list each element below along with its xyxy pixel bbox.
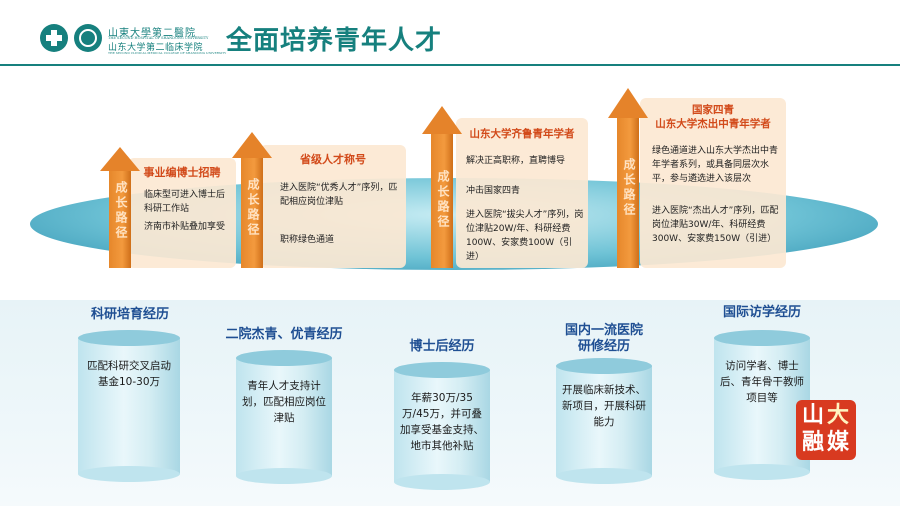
stage-card-1: 事业编博士招聘 临床型可进入博士后科研工作站 济南市补贴叠加享受 bbox=[128, 158, 236, 268]
growth-arrow-2: 成长路径 bbox=[232, 132, 272, 268]
experience-cylinder-4: 开展临床新技术、新项目，开展科研能力 bbox=[556, 358, 652, 484]
stage-item: 进入医院“优秀人才”序列，匹配相应岗位津贴 bbox=[280, 183, 398, 207]
logo-name-line1-en: THE SECOND HOSPITAL OF SHANDONG UNIVERSI… bbox=[108, 36, 209, 40]
watermark-char: 媒 bbox=[827, 430, 850, 455]
growth-path-label: 成长路径 bbox=[114, 181, 128, 241]
experience-text-5: 访问学者、博士后、青年骨干教师项目等 bbox=[720, 360, 804, 404]
stage-item: 绿色通道进入山东大学杰出中青年学者系列，或具备同层次水平，参与遴选进入该层次 bbox=[652, 146, 779, 184]
experience-title-3: 博士后经历 bbox=[409, 339, 475, 354]
media-watermark-logo: 山 大 融 媒 bbox=[796, 400, 856, 460]
logo-name-line2-en: THE SECOND CLINICAL MEDICAL COLLEGE OF S… bbox=[108, 51, 227, 55]
experience-cylinder-1: 匹配科研交叉启动基金10-30万 bbox=[78, 330, 180, 482]
stage-card-4: 国家四青 山东大学杰出中青年学者 绿色通道进入山东大学杰出中青年学者系列，或具备… bbox=[640, 98, 786, 268]
stage-title-1: 事业编博士招聘 bbox=[143, 166, 221, 179]
experience-title-4a: 国内一流医院 bbox=[564, 323, 643, 338]
stage-item: 进入医院“杰出人才”序列，匹配岗位津贴30W/年、科研经费300W、安家费150… bbox=[652, 206, 779, 244]
growth-path-label: 成长路径 bbox=[436, 170, 450, 230]
stage-title-4b: 山东大学杰出中青年学者 bbox=[655, 118, 771, 130]
growth-arrow-1: 成长路径 bbox=[100, 147, 140, 268]
experience-text-3: 年薪30万/35万/45万，并可叠加享受基金支持、地市其他补贴 bbox=[400, 392, 484, 452]
growth-arrow-4: 成长路径 bbox=[608, 88, 648, 268]
stage-item: 冲击国家四青 bbox=[466, 186, 521, 196]
experience-title-1: 科研培育经历 bbox=[90, 307, 169, 322]
watermark-char: 融 bbox=[802, 430, 825, 455]
stage-title-4a: 国家四青 bbox=[692, 104, 734, 116]
watermark-char: 山 bbox=[802, 403, 825, 428]
experience-title-2: 二院杰青、优青经历 bbox=[225, 327, 343, 342]
watermark-char: 大 bbox=[827, 403, 850, 428]
stage-item: 解决正高职称，直聘博导 bbox=[466, 156, 566, 166]
stage-card-2: 省级人才称号 进入医院“优秀人才”序列，匹配相应岗位津贴 职称绿色通道 bbox=[260, 145, 406, 268]
logo-name-line2: 山东大学第二临床学院 bbox=[108, 43, 204, 53]
stage-item: 职称绿色通道 bbox=[280, 235, 335, 245]
title-divider bbox=[0, 64, 900, 66]
experience-cylinder-5: 访问学者、博士后、青年骨干教师项目等 bbox=[714, 330, 810, 480]
experience-cylinder-3: 年薪30万/35万/45万，并可叠加享受基金支持、地市其他补贴 bbox=[394, 362, 490, 490]
experience-text-2: 青年人才支持计划，匹配相应岗位津贴 bbox=[242, 380, 326, 424]
medical-cross-icon bbox=[40, 24, 68, 52]
stage-item: 临床型可进入博士后科研工作站 bbox=[144, 190, 226, 214]
stage-title-3: 山东大学齐鲁青年学者 bbox=[469, 128, 575, 140]
experience-text-4: 开展临床新技术、新项目，开展科研能力 bbox=[562, 384, 646, 428]
logo-name-line1: 山東大學第二醫院 bbox=[108, 28, 196, 39]
growth-arrow-3: 成长路径 bbox=[422, 106, 462, 268]
experience-title-5: 国际访学经历 bbox=[722, 305, 801, 320]
stage-item: 济南市补贴叠加享受 bbox=[144, 222, 226, 232]
growth-path-label: 成长路径 bbox=[622, 158, 636, 218]
experience-cylinder-2: 青年人才支持计划，匹配相应岗位津贴 bbox=[236, 350, 332, 484]
university-emblem-icon bbox=[74, 24, 102, 52]
stage-item: 进入医院“拔尖人才”序列，岗位津贴20W/年、科研经费100W、安家费100W（… bbox=[466, 210, 584, 262]
growth-path-label: 成长路径 bbox=[246, 178, 260, 238]
page-title: 全面培养青年人才 bbox=[226, 26, 443, 56]
stage-card-3: 山东大学齐鲁青年学者 解决正高职称，直聘博导 冲击国家四青 进入医院“拔尖人才”… bbox=[456, 118, 588, 268]
experience-title-4b: 研修经历 bbox=[577, 339, 630, 354]
stage-title-2: 省级人才称号 bbox=[300, 153, 366, 166]
hospital-logo: 山東大學第二醫院 THE SECOND HOSPITAL OF SHANDONG… bbox=[40, 24, 226, 55]
experience-text-1: 匹配科研交叉启动基金10-30万 bbox=[87, 360, 171, 388]
